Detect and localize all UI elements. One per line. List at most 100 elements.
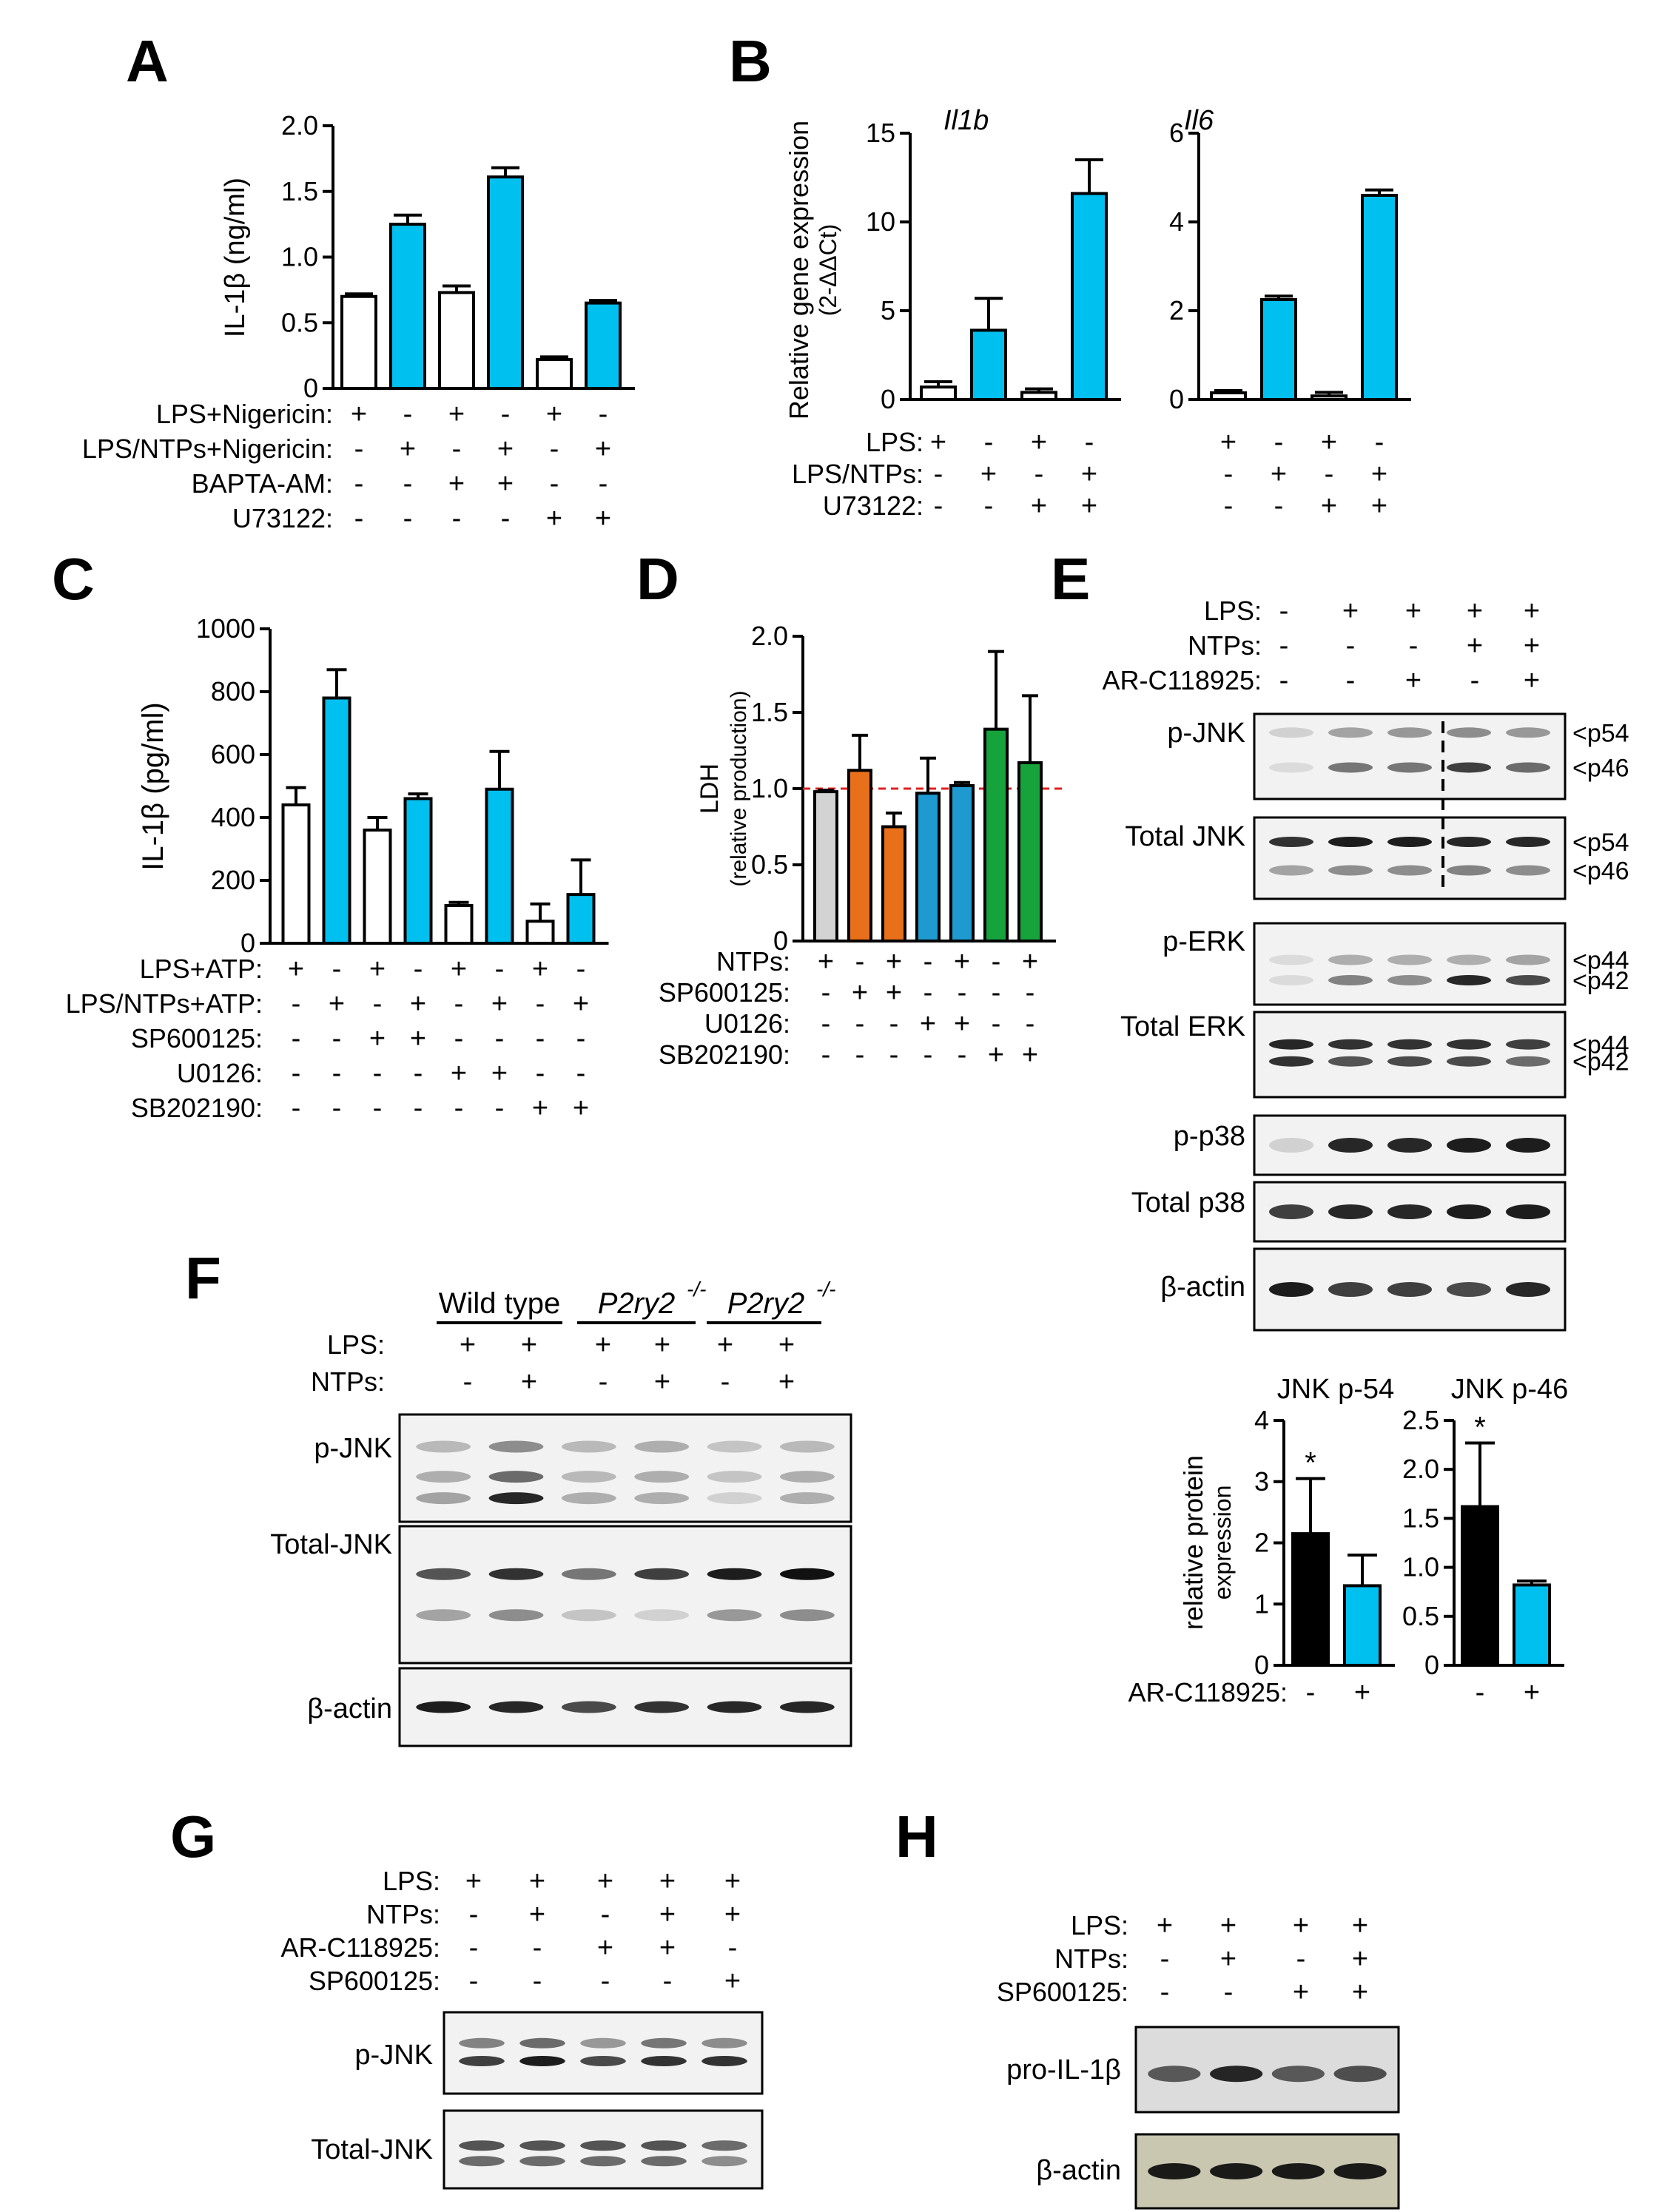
condition-sign: + bbox=[497, 468, 514, 499]
condition-sign: + bbox=[654, 1366, 670, 1397]
bar bbox=[566, 893, 596, 945]
y-tick-label: 1.0 bbox=[751, 773, 788, 803]
condition-sign: + bbox=[659, 1899, 676, 1930]
blot-row: pro-IL-1β bbox=[1006, 2026, 1400, 2114]
condition-sign: + bbox=[988, 1039, 1004, 1070]
band-size-label: <p42 bbox=[1572, 967, 1629, 995]
condition-sign: + bbox=[1352, 1977, 1368, 2008]
band bbox=[561, 1492, 616, 1505]
condition-sign: + bbox=[659, 1866, 676, 1897]
band bbox=[634, 1440, 690, 1453]
band bbox=[641, 2037, 687, 2049]
condition-sign: - bbox=[1224, 1977, 1234, 2008]
blot-row: p-JNK<p54<p46 bbox=[1167, 712, 1629, 800]
condition-label: SP600125: bbox=[309, 1966, 440, 1996]
band bbox=[1506, 865, 1550, 876]
condition-sign: + bbox=[1321, 427, 1337, 458]
y-tick-label: 4 bbox=[1254, 1405, 1269, 1435]
condition-label: BAPTA-AM: bbox=[192, 468, 333, 499]
y-tick-label: 3 bbox=[1254, 1466, 1269, 1497]
blot-row-label: Total-JNK bbox=[311, 2134, 433, 2165]
band bbox=[1447, 727, 1491, 738]
band bbox=[779, 1440, 835, 1453]
band bbox=[1387, 1039, 1432, 1050]
blot-row-label: β-actin bbox=[1036, 2155, 1121, 2186]
band bbox=[488, 1609, 544, 1622]
chart-title: Il1b bbox=[943, 105, 989, 136]
condition-label: AR-C118925: bbox=[281, 1932, 440, 1963]
y-tick-label: 2.0 bbox=[751, 621, 788, 651]
band bbox=[561, 1471, 616, 1483]
band bbox=[1447, 1039, 1491, 1050]
condition-sign: + bbox=[546, 503, 562, 534]
band bbox=[580, 2056, 626, 2066]
band bbox=[1328, 1138, 1373, 1153]
condition-sign: + bbox=[521, 1366, 537, 1397]
band-size-label: <p46 bbox=[1572, 857, 1629, 886]
condition-sign: + bbox=[1293, 1910, 1309, 1941]
condition-sign: + bbox=[954, 946, 970, 977]
condition-sign: - bbox=[855, 946, 865, 977]
band bbox=[1506, 837, 1550, 847]
bar bbox=[847, 769, 872, 943]
condition-sign: - bbox=[721, 1366, 730, 1397]
band bbox=[1328, 1204, 1373, 1219]
band bbox=[1328, 975, 1373, 985]
blot-row-label: p-JNK bbox=[314, 1433, 392, 1464]
y-tick-label: 2 bbox=[1254, 1528, 1269, 1558]
condition-sign: - bbox=[889, 1008, 899, 1039]
condition-sign: + bbox=[491, 1058, 508, 1089]
y-tick-label: 2.0 bbox=[1402, 1454, 1439, 1484]
condition-sign: - bbox=[1409, 630, 1419, 661]
condition-sign: - bbox=[1224, 490, 1234, 522]
condition-sign: - bbox=[1279, 596, 1289, 627]
condition-sign: + bbox=[595, 1329, 611, 1360]
condition-sign: + bbox=[448, 468, 465, 499]
condition-sign: + bbox=[1321, 490, 1337, 522]
condition-sign: + bbox=[529, 1866, 545, 1897]
condition-sign: - bbox=[373, 1093, 383, 1124]
genotype-label: P2ry2 bbox=[598, 1287, 676, 1320]
condition-sign: + bbox=[852, 977, 868, 1008]
condition-sign: - bbox=[403, 503, 413, 534]
condition-sign: + bbox=[930, 427, 946, 458]
bar bbox=[1291, 1532, 1330, 1667]
condition-sign: + bbox=[532, 1093, 548, 1124]
bar bbox=[444, 904, 474, 945]
condition-sign: + bbox=[1271, 459, 1287, 490]
band bbox=[779, 1492, 835, 1505]
band bbox=[1328, 1039, 1373, 1050]
condition-sign: - bbox=[923, 946, 933, 977]
condition-sign: - bbox=[414, 1093, 423, 1124]
band bbox=[416, 1492, 471, 1505]
condition-sign: - bbox=[576, 954, 586, 985]
condition-sign: - bbox=[452, 434, 462, 465]
band bbox=[1271, 2066, 1325, 2083]
y-tick-label: 0.5 bbox=[751, 849, 788, 880]
band bbox=[634, 1492, 690, 1505]
band bbox=[1506, 975, 1550, 985]
y-tick-label: 1.0 bbox=[1402, 1552, 1439, 1582]
condition-sign: - bbox=[1034, 459, 1044, 490]
blot-row-label: Total ERK bbox=[1120, 1011, 1245, 1042]
condition-sign: - bbox=[1279, 630, 1289, 661]
condition-sign: - bbox=[354, 503, 364, 534]
condition-sign: + bbox=[597, 1866, 613, 1897]
condition-label: NTPs: bbox=[366, 1899, 440, 1929]
blot-row: Total ERK<p44<p42 bbox=[1120, 1011, 1629, 1099]
band bbox=[1506, 1282, 1550, 1297]
band bbox=[1447, 837, 1491, 847]
blot-membrane bbox=[1253, 816, 1567, 900]
band bbox=[1447, 762, 1491, 773]
condition-sign: + bbox=[546, 399, 562, 430]
condition-label: AR-C118925: bbox=[1103, 665, 1262, 695]
band bbox=[1447, 954, 1491, 965]
condition-sign: - bbox=[1470, 665, 1480, 696]
band bbox=[1328, 762, 1373, 773]
panel-label-a: A bbox=[126, 28, 169, 94]
condition-sign: + bbox=[1524, 630, 1540, 661]
band bbox=[702, 2140, 747, 2151]
condition-label: LPS+Nigericin: bbox=[156, 399, 333, 429]
band bbox=[707, 1701, 762, 1713]
